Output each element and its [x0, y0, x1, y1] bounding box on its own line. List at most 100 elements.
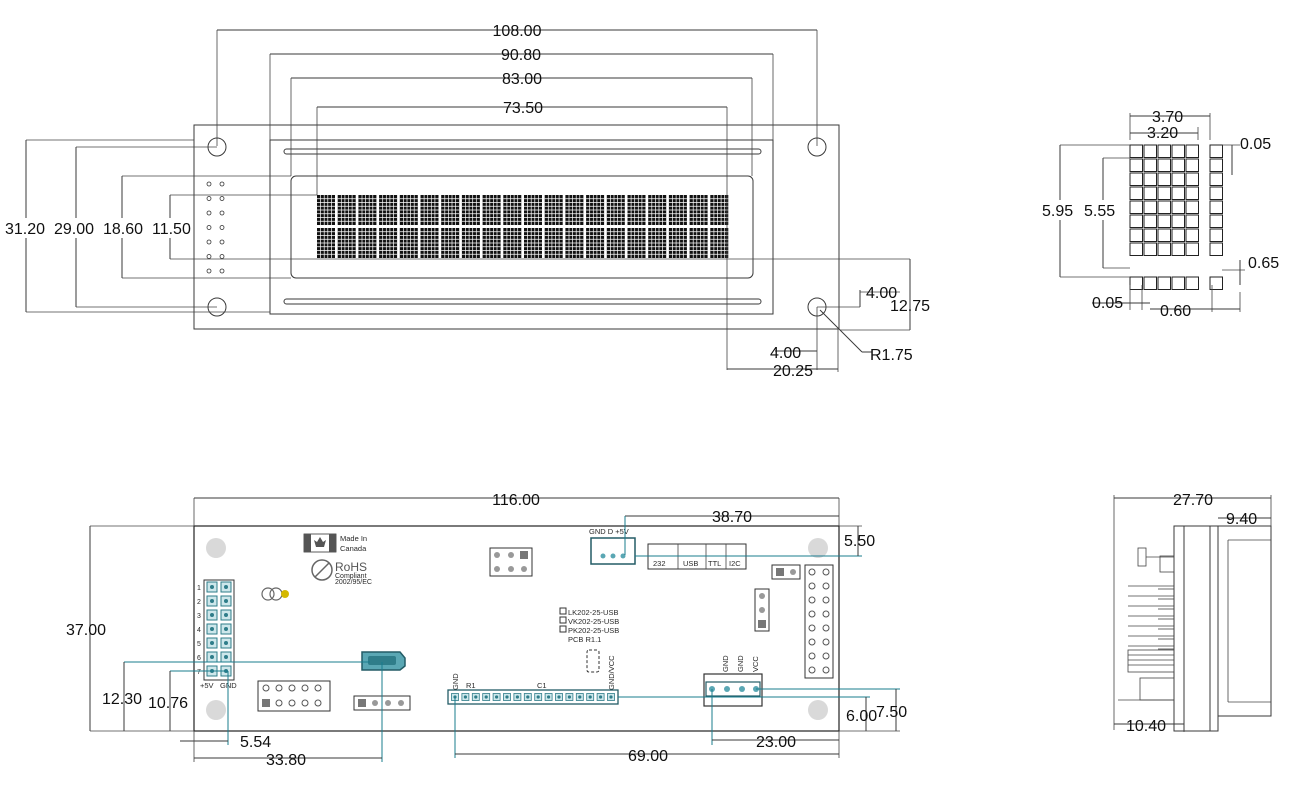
rohs-label: RoHS	[335, 560, 367, 574]
char-cell	[627, 228, 646, 258]
char-w-0-60: 0.60	[1160, 303, 1191, 320]
jumper-232: 232	[653, 559, 666, 568]
dim-31-20: 31.20	[5, 221, 45, 238]
side-frame	[1183, 525, 1211, 732]
pwr-gnd-1: GND	[721, 655, 730, 672]
side-pins	[1128, 585, 1174, 650]
top-slot	[283, 148, 762, 155]
character-grid	[317, 195, 729, 258]
pin-number: 7	[197, 669, 201, 676]
pin-number: 5	[197, 641, 201, 648]
made-in-2: Canada	[340, 544, 367, 553]
gnd-vcc-label: GND/VCC	[607, 655, 616, 690]
char-cell	[482, 195, 501, 225]
back-dim-33-80: 33.80	[266, 752, 306, 769]
back-dim-6: 6.00	[846, 708, 877, 725]
back-dim-10-76: 10.76	[148, 695, 188, 712]
character-dot-matrix	[1129, 144, 1223, 290]
front-view: 108.00 90.80 83.00 73.50 31.20 29.00 18.…	[4, 23, 930, 380]
dim-90-80: 90.80	[501, 47, 541, 64]
jumper-block-3x2	[489, 547, 533, 577]
char-h-5-95: 5.95	[1042, 203, 1073, 220]
char-cell	[606, 228, 625, 258]
back-dim-37: 37.00	[66, 622, 106, 639]
char-cell	[503, 195, 522, 225]
character-detail: 3.70 3.20 0.05 5.95 5.55 0.65 0.05 0.60	[1040, 109, 1279, 320]
top-conn-label: GND D +5V	[589, 527, 629, 536]
char-g-0-05b: 0.05	[1092, 295, 1123, 312]
pwr-label-left: +5V	[200, 681, 214, 690]
front-outline	[193, 124, 840, 330]
char-cell	[668, 195, 687, 225]
char-cell	[689, 195, 708, 225]
model-pk: PK202-25-USB	[568, 626, 619, 635]
char-cell	[482, 228, 501, 258]
dim-11-50: 11.50	[152, 221, 191, 238]
dim-108: 108.00	[493, 23, 542, 40]
char-h-5-55: 5.55	[1084, 203, 1115, 220]
dim-4-00-a: 4.00	[866, 285, 897, 302]
dim-20-25: 20.25	[773, 363, 813, 380]
back-dim-69: 69.00	[628, 748, 668, 765]
dim-18-60: 18.60	[103, 221, 143, 238]
char-cell	[441, 228, 460, 258]
pin-number: 6	[197, 655, 201, 662]
back-dim-12-30: 12.30	[102, 691, 142, 708]
char-cell	[544, 195, 563, 225]
char-cell	[337, 195, 356, 225]
bezel	[269, 139, 774, 315]
pin-number: 4	[197, 627, 201, 634]
char-cell	[710, 228, 729, 258]
char-cell	[358, 195, 377, 225]
char-cell	[648, 195, 667, 225]
dim-4-00-b: 4.00	[770, 345, 801, 362]
char-cell	[503, 228, 522, 258]
ce-icon	[281, 590, 289, 598]
back-dim-38-70: 38.70	[712, 509, 752, 526]
pwr-gnd-2: GND	[736, 655, 745, 672]
char-cell	[586, 228, 605, 258]
char-cell	[337, 228, 356, 258]
rohs-icon	[311, 559, 333, 581]
side-dim-9-40: 9.40	[1226, 511, 1257, 528]
char-cell	[379, 195, 398, 225]
jumper-outline	[586, 649, 600, 673]
dim-29: 29.00	[54, 221, 94, 238]
pcb-hole-tl	[206, 538, 226, 558]
maple-leaf-icon	[314, 537, 326, 547]
bottom-slot	[283, 298, 762, 305]
char-cell	[565, 195, 584, 225]
dim-73-50: 73.50	[503, 100, 543, 117]
jumper-ttl: TTL	[708, 559, 721, 568]
front-header-pins	[206, 181, 225, 274]
char-cell	[399, 195, 418, 225]
char-g-0-65: 0.65	[1248, 255, 1279, 272]
char-w-3-20: 3.20	[1147, 125, 1178, 142]
side-pcb	[1173, 525, 1185, 732]
model-list: LK202-25-USB VK202-25-USB PK202-25-USB P…	[559, 607, 619, 644]
pin-number: 2	[197, 599, 201, 606]
jumper-i2c: I2C	[729, 559, 741, 568]
char-cell	[544, 228, 563, 258]
pin-number-labels: 1 2 3 4 5 6 7	[197, 585, 201, 676]
r1-label: R1	[466, 681, 476, 690]
char-cell	[627, 195, 646, 225]
char-cell	[379, 228, 398, 258]
char-g-0-05: 0.05	[1240, 136, 1271, 153]
dim-r1-75: R1.75	[870, 347, 913, 364]
top-connector	[590, 537, 636, 565]
left-header	[203, 579, 235, 681]
char-cell	[648, 228, 667, 258]
gnd-a-label: GND	[451, 673, 460, 690]
char-cell	[441, 195, 460, 225]
view-area	[290, 175, 754, 279]
side-dim-27-70: 27.70	[1173, 492, 1213, 509]
pin-number: 3	[197, 613, 201, 620]
back-dim-23: 23.00	[756, 734, 796, 751]
char-cell	[524, 228, 542, 258]
pin-number: 1	[197, 585, 201, 592]
side-frame-front	[1209, 525, 1219, 732]
pcb-rev: PCB R1.1	[568, 635, 601, 644]
char-cell	[399, 228, 418, 258]
